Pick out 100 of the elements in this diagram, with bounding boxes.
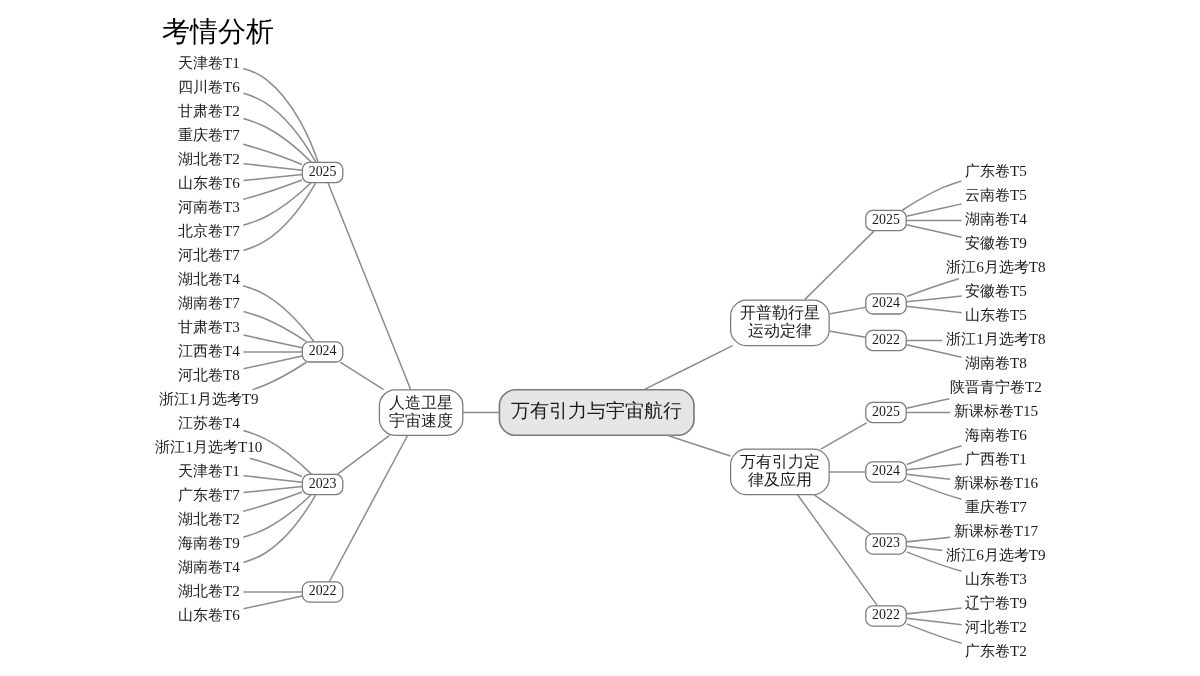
- node-box: 2024: [864, 293, 907, 315]
- connector: [905, 203, 962, 217]
- node-box: 人造卫星宇宙速度: [378, 389, 463, 436]
- connector: [905, 551, 962, 573]
- node-text: 河南卷T3: [177, 197, 240, 215]
- connector: [242, 595, 303, 610]
- connector: [905, 479, 962, 501]
- connector: [828, 330, 866, 339]
- diagram-title: 考情分析: [161, 15, 274, 47]
- connector: [905, 536, 951, 543]
- node-text: 甘肃卷T2: [177, 101, 240, 119]
- connector: [328, 434, 408, 583]
- connector: [905, 397, 950, 409]
- connector: [242, 173, 303, 182]
- connector: [666, 434, 731, 457]
- node-text: 云南卷T5: [964, 186, 1027, 204]
- node-text: 山东卷T6: [177, 173, 240, 191]
- node-text: 浙江1月选考T10: [154, 437, 262, 455]
- node-text: 安徽卷T5: [964, 282, 1027, 300]
- connector: [242, 485, 303, 494]
- node-text: 新课标卷T16: [953, 474, 1038, 492]
- node-box: 2025: [301, 161, 343, 184]
- node-box: 2023: [864, 533, 907, 555]
- connector: [905, 224, 962, 238]
- node-box: 2024: [301, 341, 343, 363]
- node-text: 广东卷T7: [177, 485, 240, 503]
- connector: [461, 411, 500, 414]
- connector: [905, 617, 962, 626]
- connector: [905, 344, 962, 358]
- node-text: 安徽卷T9: [964, 234, 1027, 252]
- connector: [242, 355, 303, 370]
- node-box: 2024: [864, 461, 907, 483]
- node-text: 广东卷T2: [964, 642, 1027, 660]
- connector: [905, 445, 962, 466]
- node-text: 甘肃卷T3: [177, 317, 240, 335]
- node-box: 2022: [864, 329, 907, 352]
- connector: [905, 411, 951, 414]
- node-text: 山东卷T6: [177, 605, 240, 623]
- connector: [242, 92, 317, 164]
- node-text: 湖南卷T7: [177, 293, 240, 311]
- connector: [905, 305, 962, 314]
- connector: [326, 182, 411, 391]
- connector: [242, 310, 307, 343]
- connector: [812, 493, 871, 535]
- node-text: 北京卷T7: [177, 221, 240, 239]
- node-text: 湖南卷T4: [964, 210, 1027, 228]
- node-text: 海南卷T9: [177, 533, 240, 551]
- node-text: 江苏卷T4: [177, 413, 240, 431]
- node-text: 浙江6月选考T9: [945, 546, 1046, 564]
- node-text: 湖北卷T4: [177, 269, 240, 287]
- connector: [242, 162, 303, 172]
- connector: [242, 591, 303, 593]
- connector: [251, 361, 307, 391]
- node-box: 2022: [301, 581, 343, 603]
- node-text: 山东卷T5: [964, 306, 1027, 324]
- node-box: 2025: [864, 209, 907, 232]
- node-text: 河北卷T2: [964, 618, 1027, 636]
- node-text: 河北卷T7: [177, 245, 240, 263]
- connector: [828, 471, 866, 473]
- connector: [242, 494, 316, 564]
- node-text: 辽宁卷T9: [964, 594, 1027, 612]
- connector: [819, 422, 867, 450]
- connector: [242, 351, 303, 353]
- node-box: 万有引力与宇宙航行: [498, 388, 695, 437]
- connector: [242, 182, 312, 226]
- connector: [338, 361, 384, 391]
- node-text: 江西卷T4: [177, 341, 240, 359]
- connector: [242, 67, 319, 163]
- node-text: 新课标卷T15: [953, 402, 1038, 420]
- node-text: 湖北卷T2: [177, 509, 240, 527]
- connector: [248, 457, 303, 478]
- connector: [905, 623, 962, 645]
- node-text: 陕晋青宁卷T2: [949, 378, 1042, 396]
- connector: [905, 473, 951, 481]
- connector: [336, 434, 390, 475]
- connector: [242, 429, 312, 476]
- connector: [905, 295, 962, 303]
- connector: [242, 494, 312, 538]
- node-text: 河北卷T8: [177, 365, 240, 383]
- connector: [242, 334, 303, 349]
- node-text: 重庆卷T7: [177, 125, 240, 143]
- connector: [905, 607, 962, 615]
- connector: [803, 230, 875, 301]
- node-box: 万有引力定律及应用: [729, 448, 830, 496]
- connector: [241, 491, 303, 513]
- connector: [905, 219, 962, 222]
- node-text: 浙江1月选考T9: [158, 389, 259, 407]
- node-text: 湖南卷T4: [177, 557, 240, 575]
- node-text: 广西卷T1: [964, 450, 1027, 468]
- node-text: 新课标卷T17: [953, 522, 1038, 540]
- connector: [905, 463, 962, 471]
- node-text: 湖北卷T2: [177, 581, 240, 599]
- connector: [905, 277, 960, 298]
- node-box: 2023: [301, 473, 343, 496]
- connector: [905, 339, 943, 342]
- connector: [828, 306, 866, 315]
- node-text: 天津卷T1: [177, 461, 240, 479]
- node-text: 重庆卷T7: [964, 498, 1027, 516]
- connector: [242, 117, 312, 164]
- node-text: 湖南卷T8: [964, 354, 1027, 372]
